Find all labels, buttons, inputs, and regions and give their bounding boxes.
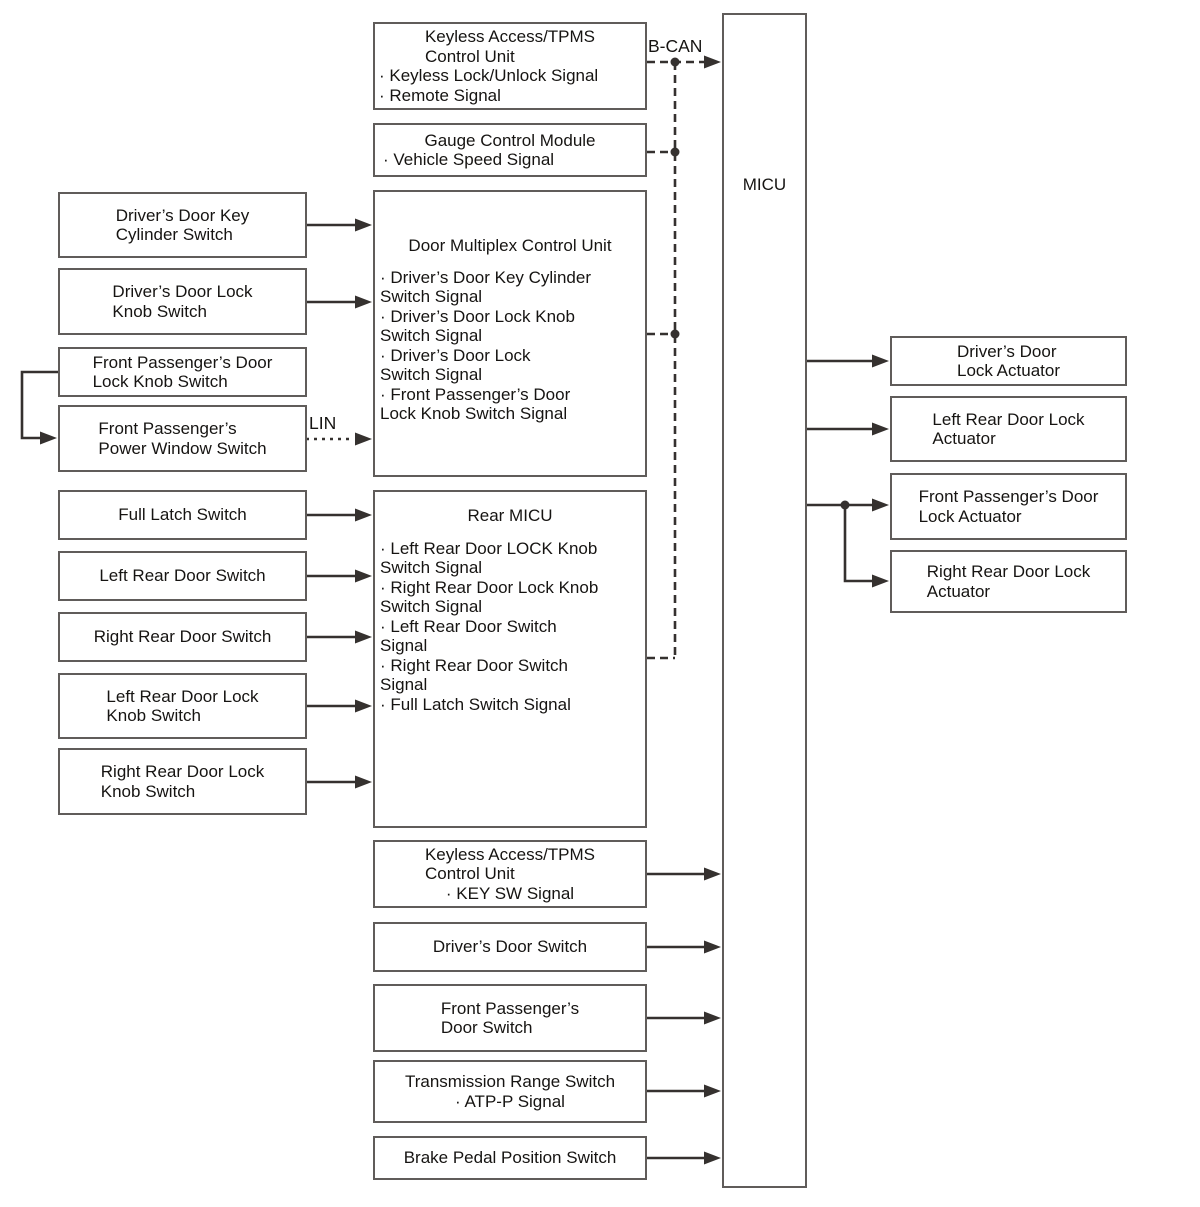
node-label: Front Passenger’s Door Switch xyxy=(440,998,580,1038)
node-label: Front Passenger’s Door Lock Actuator xyxy=(918,487,1099,526)
node-front-passenger-door-lock-knob-switch: Front Passenger’s Door Lock Knob Switch xyxy=(58,347,307,397)
node-left-rear-door-lock-actuator: Left Rear Door Lock Actuator xyxy=(890,396,1127,462)
node-driver-door-key-cylinder-switch: Driver’s Door Key Cylinder Switch xyxy=(58,192,307,258)
node-right-rear-door-lock-actuator: Right Rear Door Lock Actuator xyxy=(890,550,1127,613)
node-label: Driver’s Door Lock Knob Switch xyxy=(112,282,253,321)
node-signal-list: · ATP-P Signal xyxy=(455,1091,565,1111)
arrow-front-passenger-door-switch-to-micu xyxy=(647,1011,721,1025)
node-full-latch-switch: Full Latch Switch xyxy=(58,490,307,540)
node-driver-door-lock-knob-switch: Driver’s Door Lock Knob Switch xyxy=(58,268,307,335)
node-title: Gauge Control Module xyxy=(424,130,596,150)
lin-label: LIN xyxy=(309,413,337,433)
arrow-driver-door-switch-to-micu xyxy=(647,940,721,954)
node-label: Right Rear Door Switch xyxy=(93,627,272,647)
node-label: MICU xyxy=(742,175,787,194)
node-front-passenger-power-window-switch: Front Passenger’s Power Window Switch xyxy=(58,405,307,472)
node-left-rear-door-lock-knob-switch: Left Rear Door Lock Knob Switch xyxy=(58,673,307,739)
lin-line xyxy=(306,432,372,446)
arrow-branch-to-right-rear-actuator xyxy=(843,505,889,588)
b-can-label: B-CAN xyxy=(648,36,703,56)
node-label: Brake Pedal Position Switch xyxy=(403,1148,617,1168)
node-label: Driver’s Door Lock Actuator xyxy=(956,341,1060,381)
node-signal-list: · Driver’s Door Key Cylinder Switch Sign… xyxy=(380,267,591,424)
arrow-right-rear-door-to-rear-micu xyxy=(306,630,372,644)
node-rear-micu: Rear MICU · Left Rear Door LOCK Knob Swit… xyxy=(373,490,647,828)
arrow-transmission-range-to-micu xyxy=(647,1084,721,1098)
node-right-rear-door-lock-knob-switch: Right Rear Door Lock Knob Switch xyxy=(58,748,307,815)
node-door-multiplex-control-unit: Door Multiplex Control Unit · Driver’s Do… xyxy=(373,190,647,477)
node-label: Driver’s Door Key Cylinder Switch xyxy=(115,205,250,245)
front-passenger-loop-connector xyxy=(20,370,58,445)
node-title: Door Multiplex Control Unit xyxy=(408,236,612,255)
arrow-key-cylinder-to-dmcu xyxy=(306,218,372,232)
node-title: Rear MICU xyxy=(467,506,553,525)
node-signal-list: · Left Rear Door LOCK Knob Switch Signal… xyxy=(380,538,599,714)
node-label: Left Rear Door Switch xyxy=(99,566,266,586)
node-micu: MICU xyxy=(722,13,807,1188)
node-label: Right Rear Door Lock Actuator xyxy=(926,562,1091,601)
node-signal-list: · Keyless Lock/Unlock Signal · Remote Si… xyxy=(379,66,599,105)
node-front-passenger-door-lock-actuator: Front Passenger’s Door Lock Actuator xyxy=(890,473,1127,540)
node-label: Left Rear Door Lock Knob Switch xyxy=(106,686,259,726)
node-gauge-control-module: Gauge Control Module· Vehicle Speed Sign… xyxy=(373,123,647,177)
node-title: Keyless Access/TPMS Control Unit xyxy=(424,844,596,884)
node-driver-door-lock-actuator: Driver’s Door Lock Actuator xyxy=(890,336,1127,386)
node-label: Full Latch Switch xyxy=(118,505,247,525)
arrow-brake-pedal-to-micu xyxy=(647,1151,721,1165)
arrow-micu-to-front-passenger-actuator xyxy=(807,498,889,512)
arrow-key-sw-to-micu xyxy=(647,867,721,881)
node-label: Right Rear Door Lock Knob Switch xyxy=(100,762,265,801)
node-brake-pedal-position-switch: Brake Pedal Position Switch xyxy=(373,1136,647,1180)
node-signal-list: · Vehicle Speed Signal xyxy=(383,150,555,169)
arrow-left-rear-lock-knob-to-rear-micu xyxy=(306,699,372,713)
arrow-micu-to-left-rear-actuator xyxy=(807,422,889,436)
node-driver-door-switch: Driver’s Door Switch xyxy=(373,922,647,972)
node-keyless-access-tpms-control-unit: Keyless Access/TPMS Control Unit· Keyles… xyxy=(373,22,647,110)
arrow-full-latch-to-rear-micu xyxy=(306,508,372,522)
arrow-left-rear-door-to-rear-micu xyxy=(306,569,372,583)
node-left-rear-door-switch: Left Rear Door Switch xyxy=(58,551,307,601)
node-keyless-access-tpms-key-sw: Keyless Access/TPMS Control Unit· KEY SW… xyxy=(373,840,647,908)
node-signal-list: · KEY SW Signal xyxy=(445,883,575,903)
node-label: Front Passenger’s Power Window Switch xyxy=(98,419,267,458)
node-label: Driver’s Door Switch xyxy=(432,937,588,957)
node-label: Front Passenger’s Door Lock Knob Switch xyxy=(92,352,273,392)
node-title: Transmission Range Switch xyxy=(404,1072,616,1091)
arrow-right-rear-lock-knob-to-rear-micu xyxy=(306,775,372,789)
b-can-arrowhead xyxy=(704,55,721,69)
node-label: Left Rear Door Lock Actuator xyxy=(932,409,1085,449)
node-transmission-range-switch: Transmission Range Switch· ATP-P Signal xyxy=(373,1060,647,1123)
node-title: Keyless Access/TPMS Control Unit xyxy=(424,27,596,66)
node-right-rear-door-switch: Right Rear Door Switch xyxy=(58,612,307,662)
arrow-micu-to-driver-door-actuator xyxy=(807,354,889,368)
node-front-passenger-door-switch: Front Passenger’s Door Switch xyxy=(373,984,647,1052)
arrow-lock-knob-to-dmcu xyxy=(306,295,372,309)
